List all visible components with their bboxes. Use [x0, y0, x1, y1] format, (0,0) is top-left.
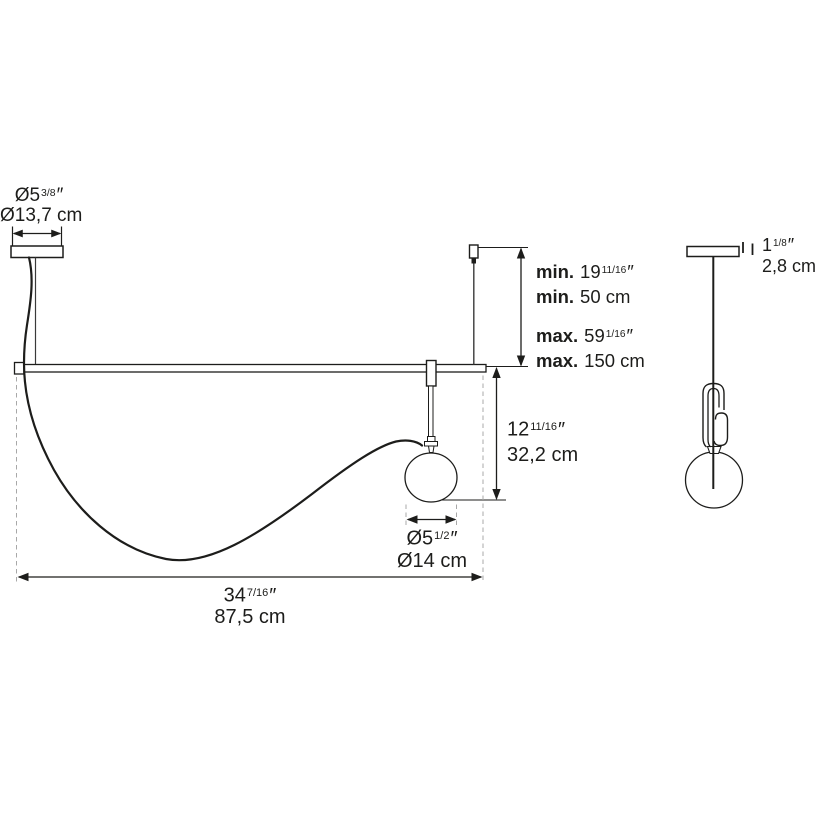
canopy-diameter-metric: Ø13,7 cm	[0, 205, 83, 227]
side-canopy	[686, 245, 740, 258]
pendant-rod	[428, 385, 434, 438]
drop-height-label: 1211/16″ 32,2 cm	[507, 415, 578, 468]
drop-height-imperial: 1211/16″	[507, 418, 566, 441]
front-view	[10, 226, 528, 582]
canopy-diameter-imperial: Ø53/8″	[14, 185, 64, 207]
bar-width-imperial: 347/16″	[223, 584, 277, 607]
sphere-diameter-label: Ø51/2″ Ø14 cm	[372, 525, 492, 572]
ceiling-canopy	[10, 245, 64, 259]
power-cord	[22, 256, 424, 562]
canopy-width-arrow	[11, 226, 63, 246]
suspension-min-imperial: min.1911/16″	[536, 261, 634, 283]
suspension-dimension-line	[478, 247, 528, 367]
ceiling-attachment	[468, 244, 479, 264]
bar-end-cap	[13, 361, 25, 375]
bar-width-metric: 87,5 cm	[214, 605, 286, 628]
horizontal-stem-bar	[22, 363, 487, 373]
canopy-diameter-label: Ø53/8″ Ø13,7 cm	[0, 184, 83, 227]
sphere-diameter-metric: Ø14 cm	[396, 549, 468, 572]
drop-dimension-line	[441, 366, 506, 501]
drop-height-metric: 32,2 cm	[507, 443, 579, 466]
canopy-height-metric: 2,8 cm	[762, 255, 816, 276]
side-view	[684, 242, 754, 509]
suspension-min-metric: min.50 cm	[536, 286, 631, 308]
suspension-max-imperial: max.591/16″	[536, 325, 634, 347]
canopy-height-ticks	[742, 242, 754, 255]
suspension-max-metric: max.150 cm	[536, 350, 645, 372]
canopy-height-label: 11/8″ 2,8 cm	[762, 233, 816, 277]
suspension-range-label: min.1911/16″ min.50 cm max.591/16″ max.1…	[536, 258, 645, 373]
canopy-height-imperial: 11/8″	[762, 234, 795, 255]
rod-collar	[424, 436, 438, 453]
paperclip-hook	[702, 382, 729, 448]
cable-clamp	[425, 359, 437, 387]
sphere-diameter-imperial: Ø51/2″	[406, 527, 458, 550]
bar-width-label: 347/16″ 87,5 cm	[190, 583, 310, 628]
glass-sphere	[404, 452, 458, 503]
